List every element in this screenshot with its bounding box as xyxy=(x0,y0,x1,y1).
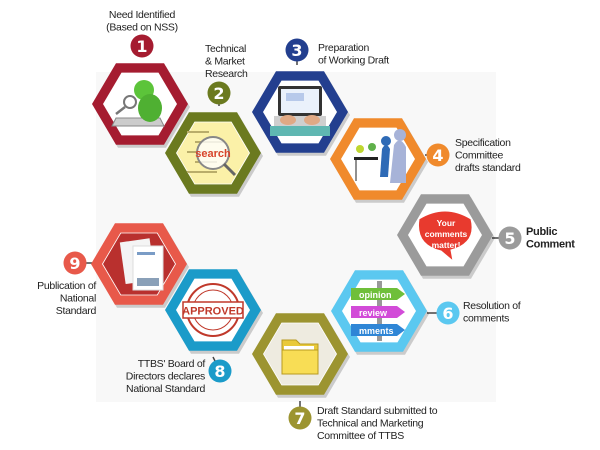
step-label: comments xyxy=(463,313,509,325)
step-number-badge xyxy=(63,251,87,275)
step-label: Committee xyxy=(455,150,504,162)
svg-text:matter!: matter! xyxy=(432,240,461,250)
step-number: 8 xyxy=(214,362,225,381)
step-number-badge xyxy=(208,359,232,383)
step-label: Technical and Marketing xyxy=(317,418,424,430)
step-label: Public xyxy=(526,226,557,238)
step-label: Comment xyxy=(526,239,575,251)
step-number-badge xyxy=(130,34,154,58)
step-label: National xyxy=(60,293,96,305)
step-label: (Based on NSS) xyxy=(106,22,178,34)
svg-text:Your: Your xyxy=(437,218,456,228)
step-label: National Standard xyxy=(126,383,205,395)
published-documents-icon xyxy=(103,233,175,295)
step-number: 5 xyxy=(504,229,515,248)
step-label: drafts standard xyxy=(455,162,521,174)
step-label: of Working Draft xyxy=(318,55,389,67)
step-number: 4 xyxy=(432,146,443,165)
step-label: Need Identified xyxy=(109,9,176,21)
svg-text:opinion: opinion xyxy=(359,290,392,300)
step-label: Standard xyxy=(56,305,97,317)
svg-text:review: review xyxy=(359,308,388,318)
step-label: Draft Standard submitted to xyxy=(317,405,438,417)
signpost-arrows-icon: opinion review mments xyxy=(351,281,405,341)
approved-stamp-icon: APPROVED xyxy=(182,283,244,337)
person-magnifier-icon xyxy=(111,80,165,127)
svg-text:mments: mments xyxy=(359,326,394,336)
step-label: Preparation xyxy=(318,42,369,54)
step-label: Specification xyxy=(455,137,511,149)
step-number-badge xyxy=(207,81,231,105)
step-number-badge xyxy=(436,301,460,325)
step-label: & Market xyxy=(205,56,245,68)
committee-meeting-icon xyxy=(354,129,406,183)
step-label: Technical xyxy=(205,43,246,55)
step-number: 2 xyxy=(213,84,224,103)
search-magnifier-icon: search xyxy=(177,122,249,184)
svg-text:search: search xyxy=(195,148,231,160)
step-label: TTBS' Board of xyxy=(138,358,206,370)
step-number-badge xyxy=(426,143,450,167)
step-number-badge xyxy=(285,38,309,62)
step-label: Committee of TTBS xyxy=(317,430,404,442)
step-number-badge xyxy=(288,406,312,430)
step-number: 6 xyxy=(442,304,453,323)
step-label: Publication of xyxy=(37,280,96,292)
step-number: 1 xyxy=(136,37,147,56)
step-label: Research xyxy=(205,68,248,80)
step-number: 7 xyxy=(294,409,305,428)
step-number: 9 xyxy=(69,254,80,273)
step-number: 3 xyxy=(291,41,302,60)
step-label: Directors declares xyxy=(126,371,205,383)
step-1: 1 Need Identified(Based on NSS) xyxy=(92,9,190,148)
step-label: Resolution of xyxy=(463,300,521,312)
svg-text:APPROVED: APPROVED xyxy=(182,306,244,318)
step-number-badge xyxy=(498,226,522,250)
folder-icon xyxy=(264,323,336,385)
svg-text:comments: comments xyxy=(425,229,468,239)
step-6: opinion review mments 6 Resolution ofcomment… xyxy=(331,270,521,355)
laptop-typing-icon xyxy=(270,86,330,136)
